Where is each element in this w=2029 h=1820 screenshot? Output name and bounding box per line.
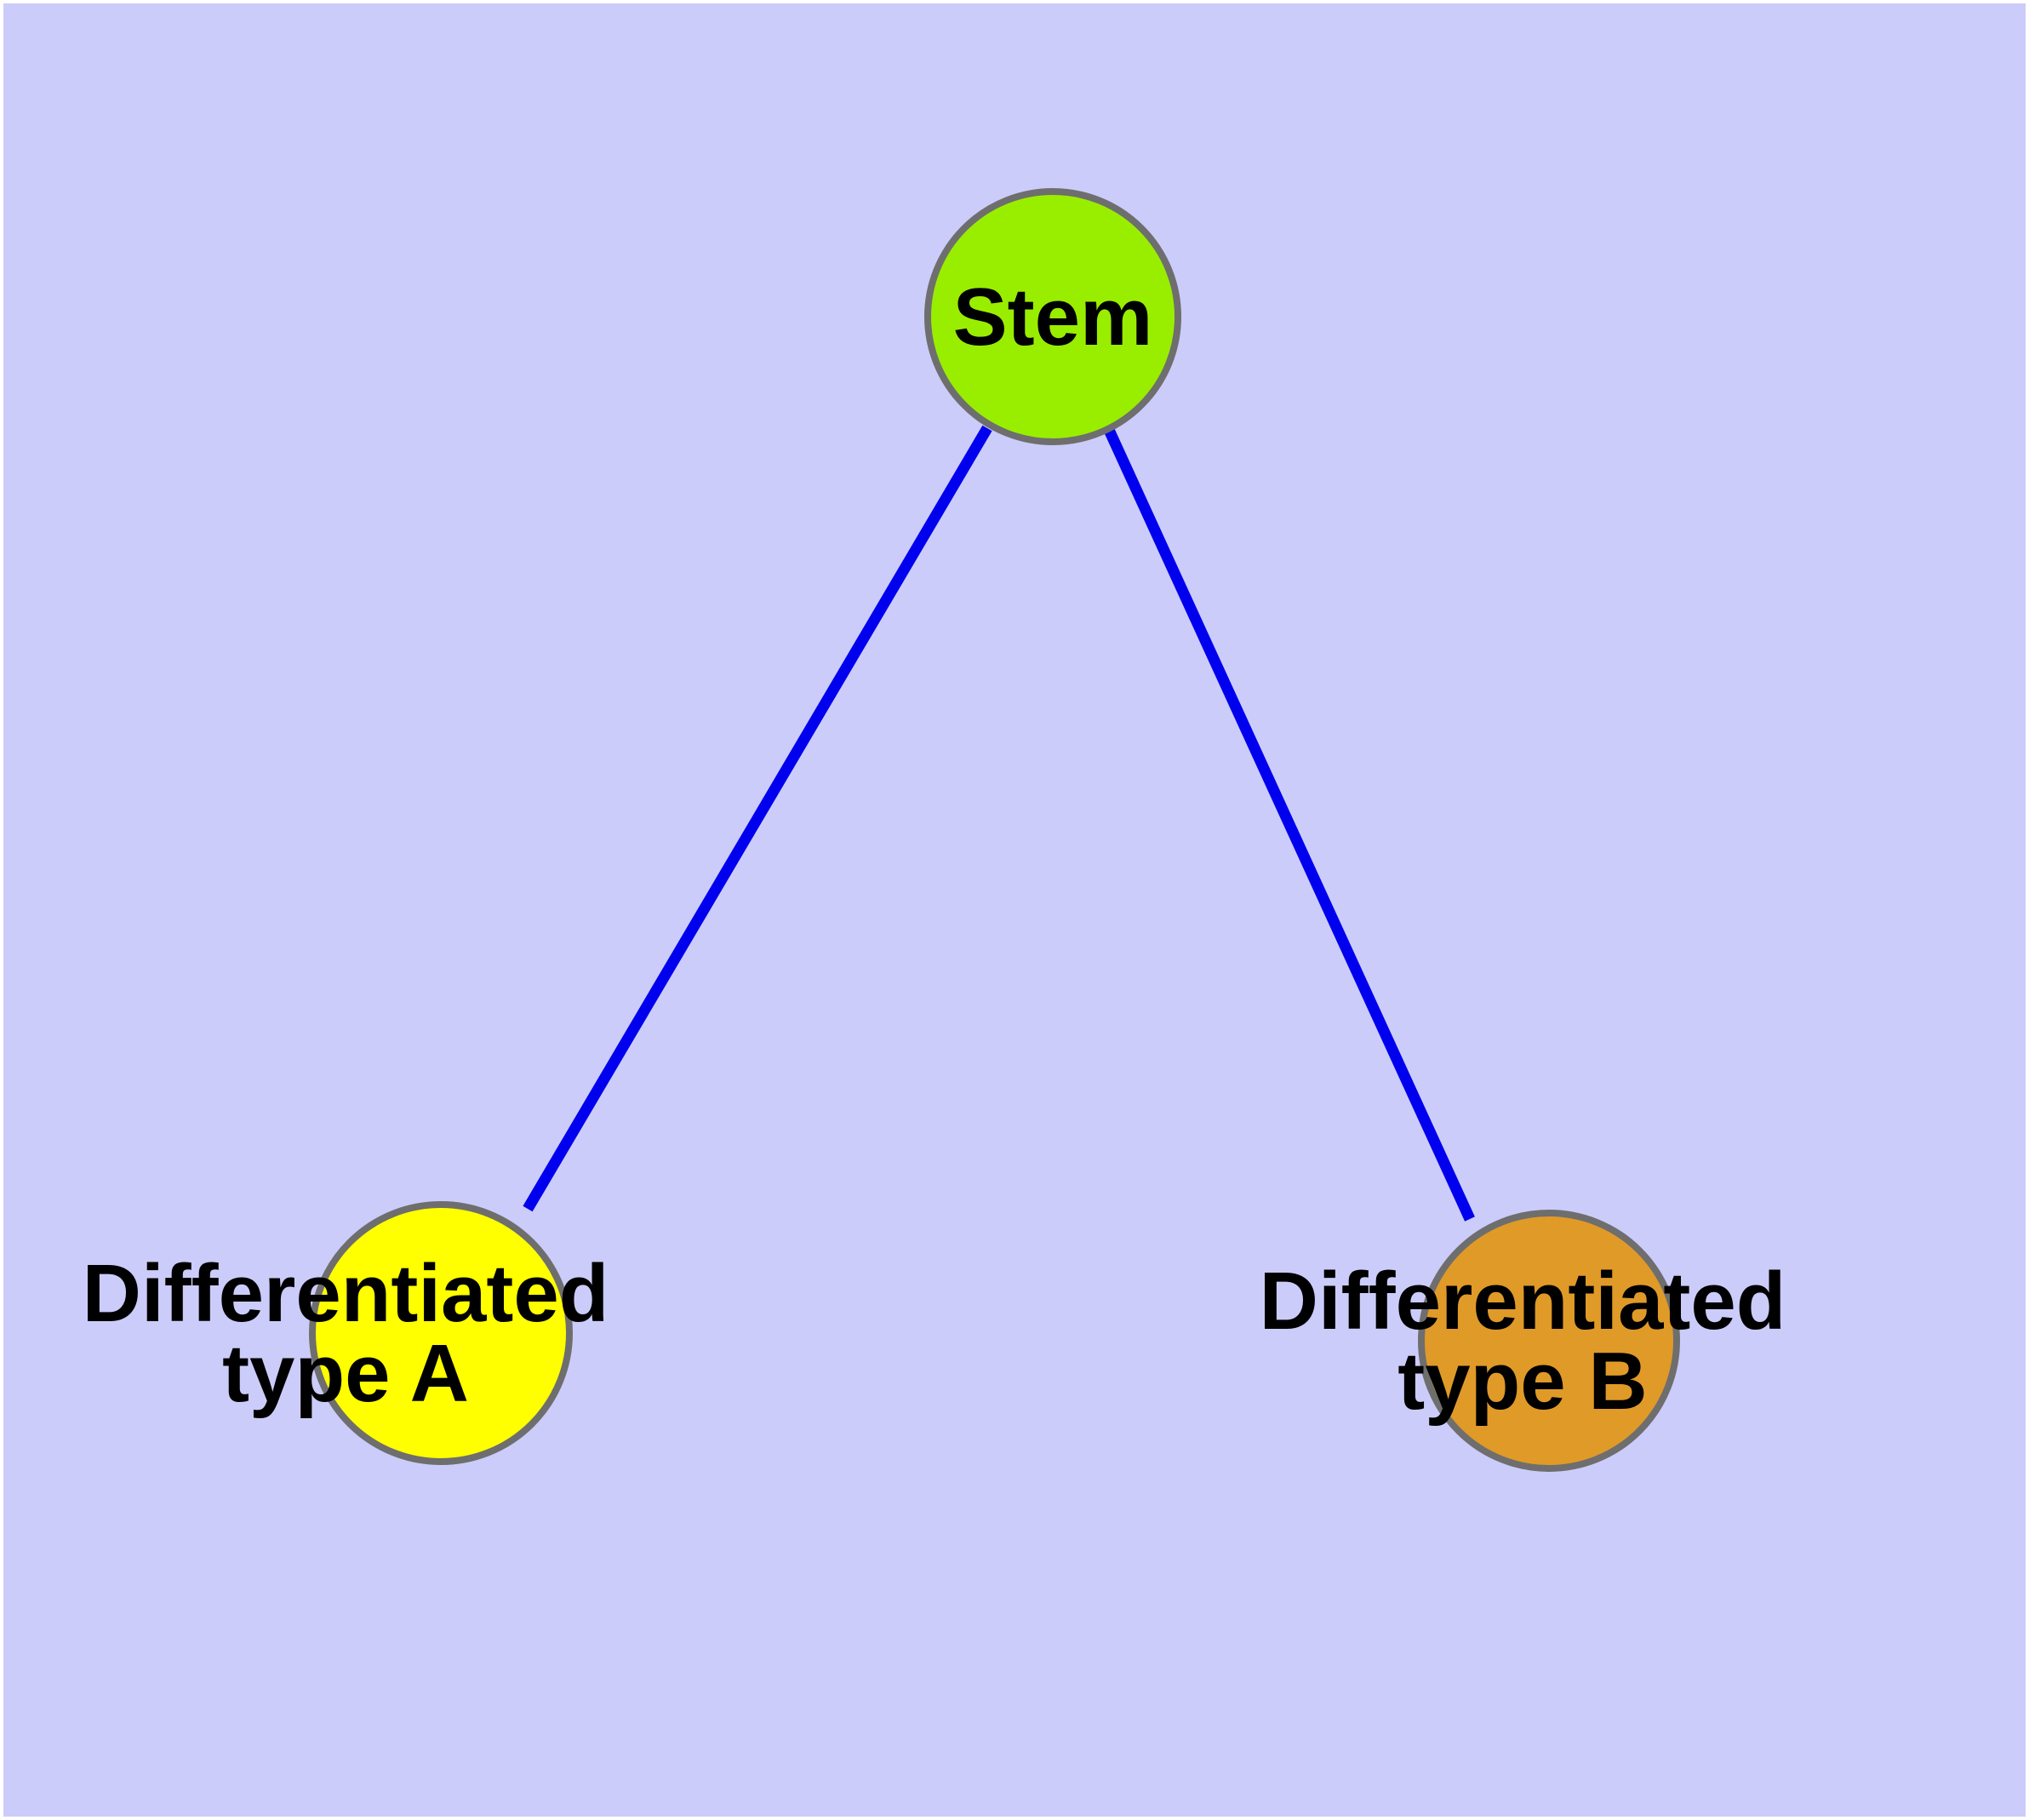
- node-label-line: Differentiated: [83, 1247, 609, 1338]
- node-label-line: Differentiated: [1260, 1255, 1786, 1346]
- edge-stem-to-diff-a[interactable]: [523, 425, 992, 1212]
- node-diff_b[interactable]: [1418, 1210, 1680, 1472]
- node-label-line: Stem: [953, 272, 1153, 363]
- edge-stem-to-diff-b[interactable]: [1104, 427, 1475, 1222]
- nodes-group: [309, 188, 1680, 1472]
- node-label-line: type B: [1397, 1336, 1647, 1427]
- node-diff_a[interactable]: [309, 1201, 573, 1465]
- node-label-line: type A: [222, 1328, 469, 1419]
- edges-group: [523, 425, 1475, 1222]
- node-label-stem: Stem: [953, 272, 1153, 363]
- node-stem[interactable]: [924, 188, 1181, 445]
